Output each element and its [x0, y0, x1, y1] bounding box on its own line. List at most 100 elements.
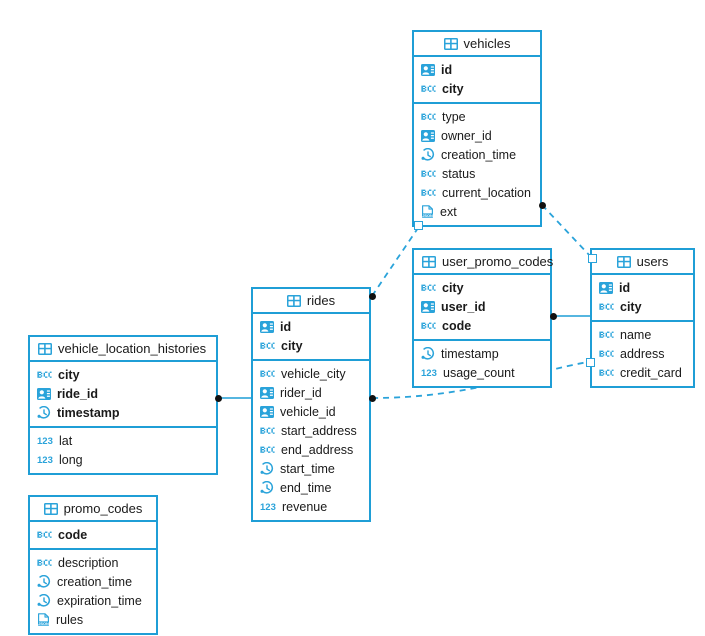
abc-icon [37, 369, 52, 380]
123-icon: 123 [37, 435, 53, 446]
123-icon: 123 [37, 454, 53, 465]
field-name: code [58, 527, 88, 542]
field-row[interactable]: rider_id [253, 383, 369, 402]
table-icon [38, 342, 52, 355]
field-row[interactable]: ride_id [30, 384, 216, 403]
abc-icon [599, 348, 614, 359]
field-row[interactable]: current_location [414, 183, 540, 202]
field-row[interactable]: type [414, 107, 540, 126]
field-row[interactable]: timestamp [414, 344, 550, 363]
field-row[interactable]: code [30, 525, 156, 544]
field-name: end_address [281, 442, 354, 457]
field-name: expiration_time [57, 593, 142, 608]
field-name: vehicle_city [281, 366, 346, 381]
svg-text:123: 123 [260, 502, 276, 512]
field-row[interactable]: creation_time [414, 145, 540, 164]
field-row[interactable]: address [592, 344, 693, 363]
primary-key-section: id city [253, 314, 369, 361]
field-row[interactable]: name [592, 325, 693, 344]
field-name: id [619, 280, 631, 295]
field-name: description [58, 555, 119, 570]
table-title: users [636, 254, 669, 269]
field-name: city [281, 338, 303, 353]
123-icon: 123 [260, 501, 276, 512]
field-row[interactable]: id [592, 278, 693, 297]
field-row[interactable]: start_time [253, 459, 369, 478]
clock-icon [421, 346, 435, 361]
field-row[interactable]: id [414, 60, 540, 79]
field-name: rules [56, 612, 84, 627]
field-row[interactable]: status [414, 164, 540, 183]
field-row[interactable]: end_time [253, 478, 369, 497]
field-name: city [620, 299, 642, 314]
abc-icon [37, 557, 52, 568]
table-header-promo_codes[interactable]: promo_codes [30, 497, 156, 522]
field-name: start_address [281, 423, 357, 438]
abc-icon [421, 187, 436, 198]
field-row[interactable]: city [592, 297, 693, 316]
primary-key-section: id city [592, 275, 693, 322]
table-title: vehicles [463, 36, 511, 51]
field-row[interactable]: description [30, 553, 156, 572]
clock-icon [37, 405, 51, 420]
abc-icon [599, 329, 614, 340]
field-row[interactable]: owner_id [414, 126, 540, 145]
column-section: timestamp 123 usage_count [414, 341, 550, 386]
field-name: city [442, 81, 464, 96]
table-header-vehicle_location_histories[interactable]: vehicle_location_histories [30, 337, 216, 362]
field-row[interactable]: city [253, 336, 369, 355]
field-row[interactable]: code [414, 316, 550, 335]
field-row[interactable]: user_id [414, 297, 550, 316]
field-name: creation_time [441, 147, 517, 162]
field-row[interactable]: vehicle_id [253, 402, 369, 421]
svg-text:JSON: JSON [422, 213, 433, 218]
relationship-foreign-key-marker [588, 254, 597, 263]
table-header-users[interactable]: users [592, 250, 693, 275]
field-name: usage_count [443, 365, 515, 380]
svg-text:123: 123 [37, 436, 53, 446]
field-row[interactable]: id [253, 317, 369, 336]
field-row[interactable]: credit_card [592, 363, 693, 382]
table-header-vehicles[interactable]: vehicles [414, 32, 540, 57]
id-card-icon [421, 63, 435, 76]
field-row[interactable]: creation_time [30, 572, 156, 591]
field-row[interactable]: expiration_time [30, 591, 156, 610]
field-row[interactable]: end_address [253, 440, 369, 459]
field-row[interactable]: city [414, 79, 540, 98]
relationship-source-dot [368, 394, 376, 402]
field-name: current_location [442, 185, 531, 200]
abc-icon [260, 444, 275, 455]
svg-text:123: 123 [421, 368, 437, 378]
field-name: credit_card [620, 365, 682, 380]
table-header-rides[interactable]: rides [253, 289, 369, 314]
field-row[interactable]: city [30, 365, 216, 384]
table-header-user_promo_codes[interactable]: user_promo_codes [414, 250, 553, 275]
field-row[interactable]: city [414, 278, 550, 297]
relationship-source-dot [214, 394, 222, 402]
abc-icon [421, 320, 436, 331]
abc-icon [260, 340, 275, 351]
table-icon [616, 255, 631, 268]
field-name: timestamp [57, 405, 120, 420]
relationship-foreign-key-marker [414, 221, 423, 230]
svg-text:123: 123 [37, 455, 53, 465]
field-row[interactable]: 123 usage_count [414, 363, 550, 382]
field-row[interactable]: vehicle_city [253, 364, 369, 383]
field-row[interactable]: timestamp [30, 403, 216, 422]
field-row[interactable]: start_address [253, 421, 369, 440]
